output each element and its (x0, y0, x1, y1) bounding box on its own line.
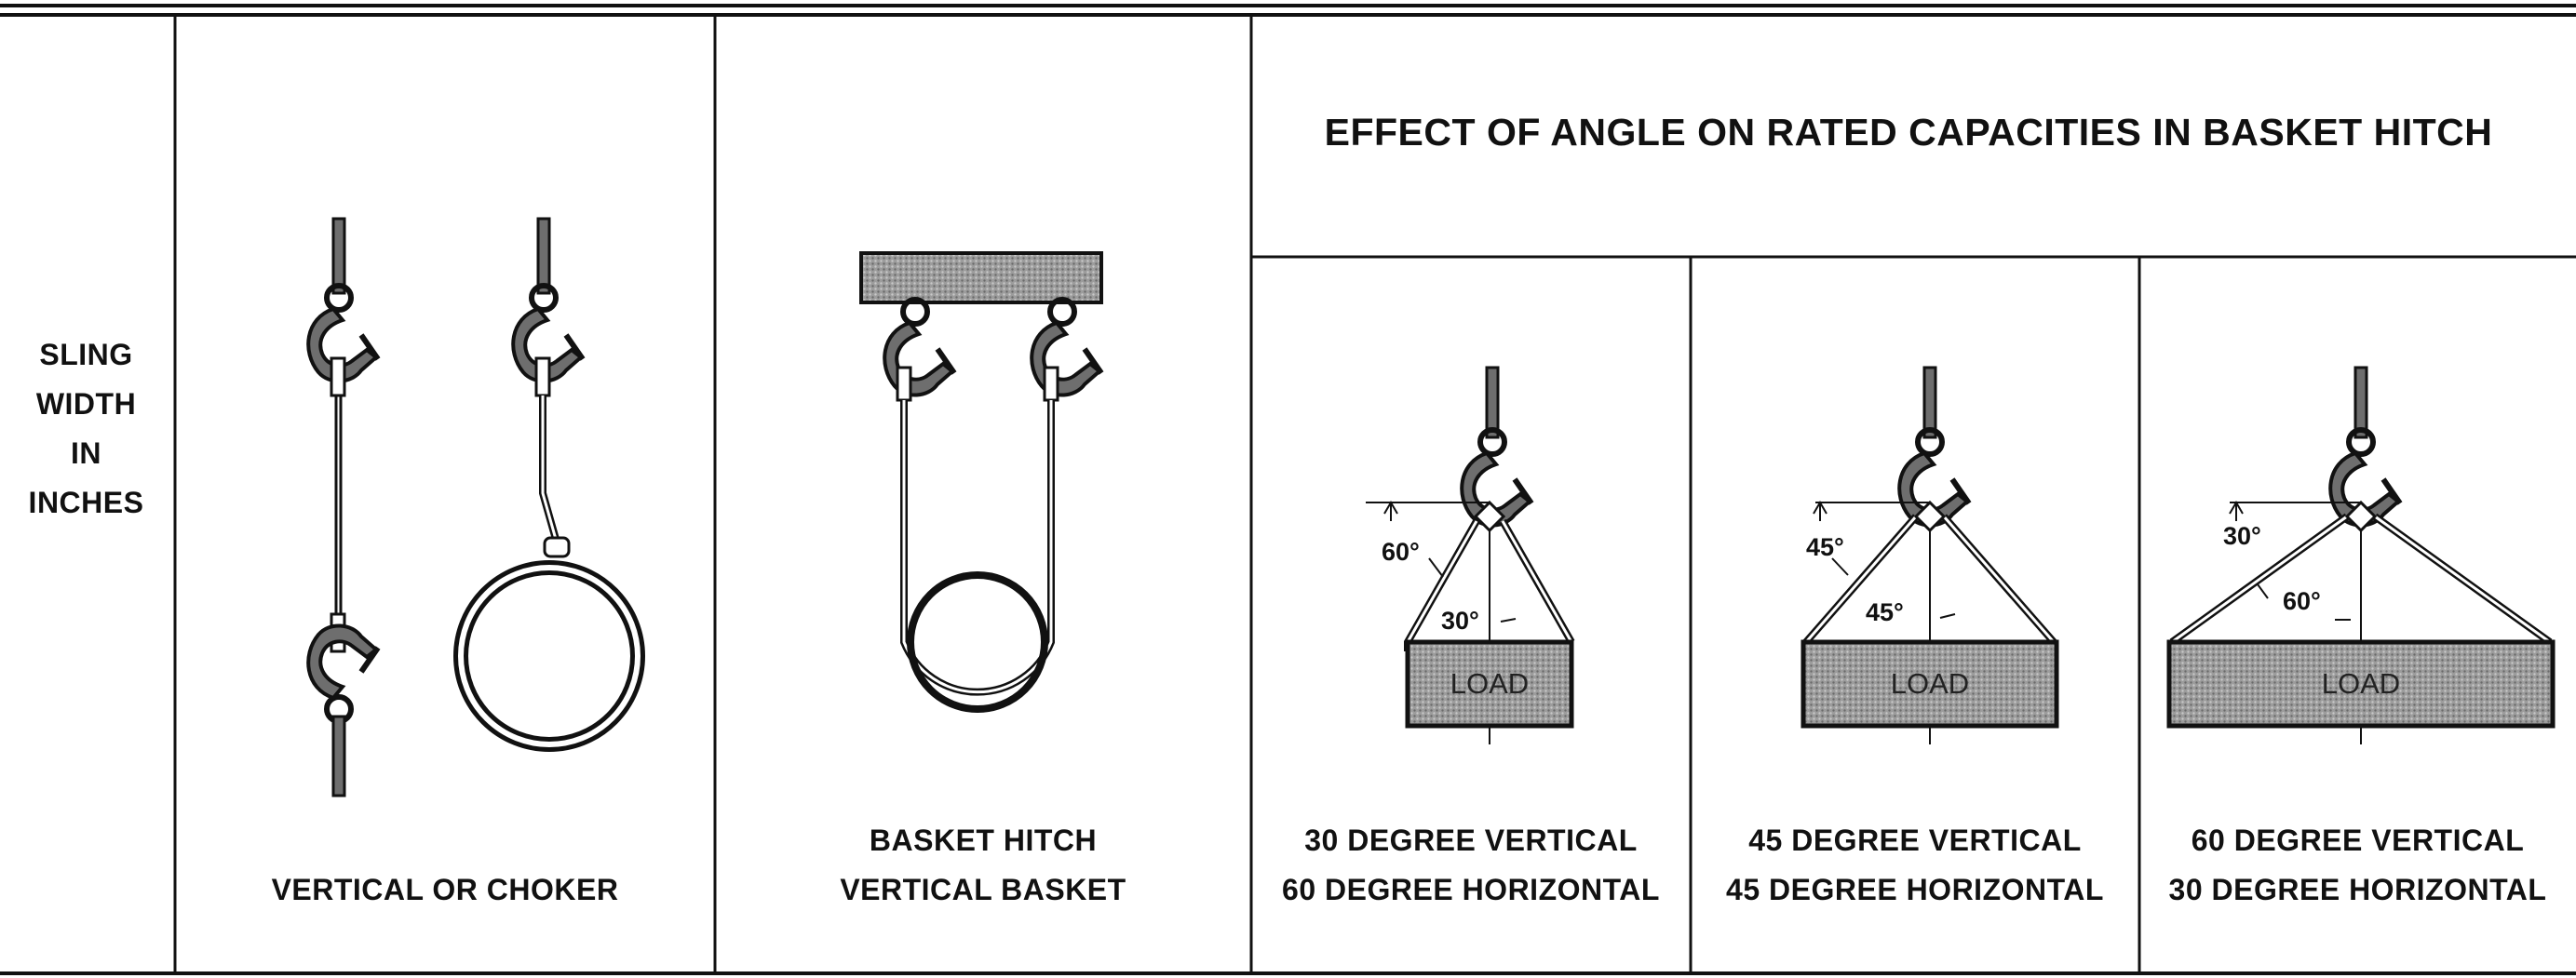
caption-45-degree: 45 DEGREE VERTICAL 45 DEGREE HORIZONTAL (1691, 816, 2139, 915)
table-frame (0, 4, 2576, 975)
angle-diagram-60-vertical: 30° 60° LOAD (2166, 366, 2556, 744)
angle-diagram-30-vertical: 60° 30° LOAD (1366, 366, 1575, 744)
vertical-sling-illustration (308, 217, 378, 797)
caption-basket-hitch: BASKET HITCH VERTICAL BASKET (715, 816, 1251, 915)
outer-angle-label-2: 45° (1806, 533, 1844, 561)
caption-line: BASKET HITCH (869, 824, 1098, 857)
sling-width-line: IN (71, 436, 101, 470)
inner-angle-label-3: 60° (2283, 587, 2321, 615)
caption-30-degree: 30 DEGREE VERTICAL 60 DEGREE HORIZONTAL (1251, 816, 1691, 915)
choker-sling-illustration (453, 217, 645, 752)
load-label-3: LOAD (2322, 667, 2400, 700)
outer-angle-label-3: 30° (2223, 522, 2261, 550)
load-label-1: LOAD (1450, 667, 1529, 700)
sling-width-line: WIDTH (35, 387, 137, 421)
angle-effect-title: EFFECT OF ANGLE ON RATED CAPACITIES IN B… (1324, 111, 2493, 154)
caption-line: 30 DEGREE VERTICAL (1304, 824, 1638, 857)
inner-angle-label-2: 45° (1866, 598, 1904, 626)
load-label-2: LOAD (1891, 667, 1969, 700)
caption-60-degree: 60 DEGREE VERTICAL 30 DEGREE HORIZONTAL (2139, 816, 2576, 915)
caption-line: 30 DEGREE HORIZONTAL (2168, 873, 2547, 906)
caption-line: 45 DEGREE HORIZONTAL (1726, 873, 2104, 906)
outer-angle-label-1: 60° (1382, 538, 1420, 566)
caption-line: 60 DEGREE VERTICAL (2191, 824, 2525, 857)
sling-width-line: INCHES (28, 486, 144, 519)
sling-width-header: SLING WIDTH IN INCHES (0, 330, 172, 528)
caption-line: VERTICAL BASKET (840, 873, 1126, 906)
inner-angle-label-1: 30° (1441, 607, 1479, 635)
caption-line: VERTICAL OR CHOKER (271, 873, 619, 906)
caption-line: 60 DEGREE HORIZONTAL (1282, 873, 1660, 906)
caption-vertical-choker: VERTICAL OR CHOKER (175, 865, 715, 915)
caption-line: 45 DEGREE VERTICAL (1748, 824, 2082, 857)
basket-hitch-illustration (859, 251, 1101, 713)
sling-width-line: SLING (39, 338, 133, 371)
angle-diagram-45-vertical: 45° 45° LOAD (1801, 366, 2059, 744)
